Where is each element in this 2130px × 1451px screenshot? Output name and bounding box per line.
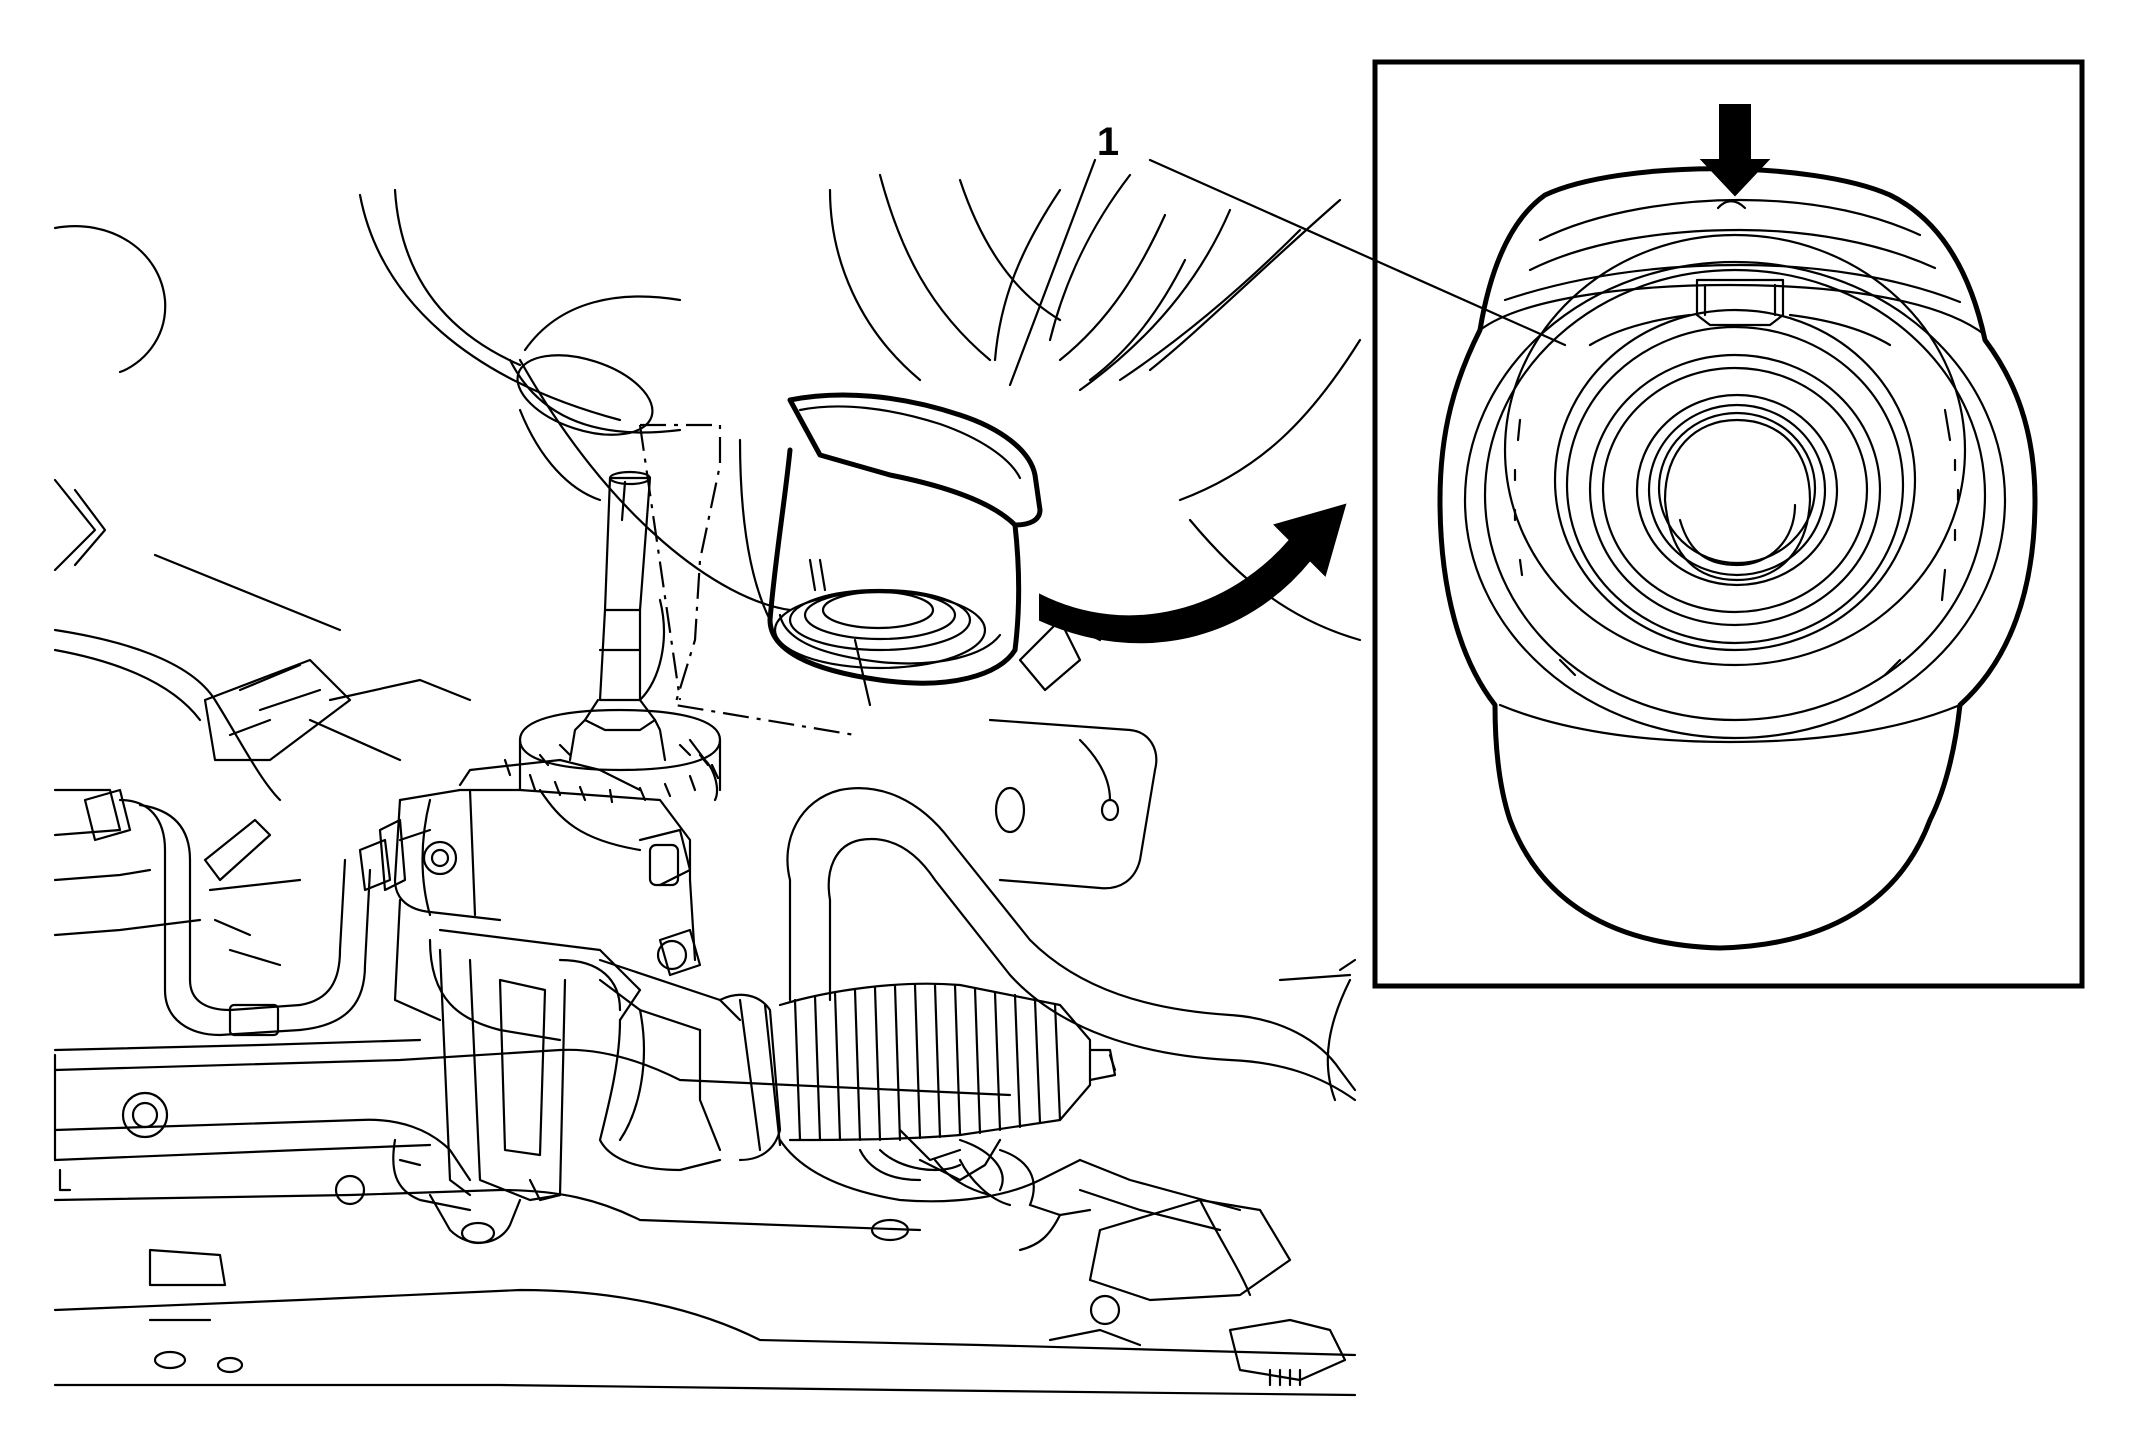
callout-leader-main [1008, 158, 1097, 387]
detail-reference-box [640, 423, 856, 737]
steering-gear-left-section [53, 658, 472, 1206]
steering-rack-bellows [718, 982, 1242, 1252]
detail-inset-frame [1372, 59, 2085, 989]
detail-view-arrow [1039, 503, 1347, 644]
notch-indicator-arrow [1699, 104, 1771, 197]
underbody-contours [53, 173, 1362, 1397]
steering-gear-housing [358, 758, 742, 1245]
pinion-shaft [503, 470, 722, 804]
boot-end-view [1437, 166, 2038, 951]
dust-boot-seal [767, 392, 1043, 707]
main-illustration [53, 158, 1362, 1397]
detail-inset [1148, 59, 2085, 989]
stabilizer-bar [786, 787, 1357, 1102]
callout-leader-inset [1148, 158, 1567, 347]
callout-1-label: 1 [1097, 120, 1119, 164]
